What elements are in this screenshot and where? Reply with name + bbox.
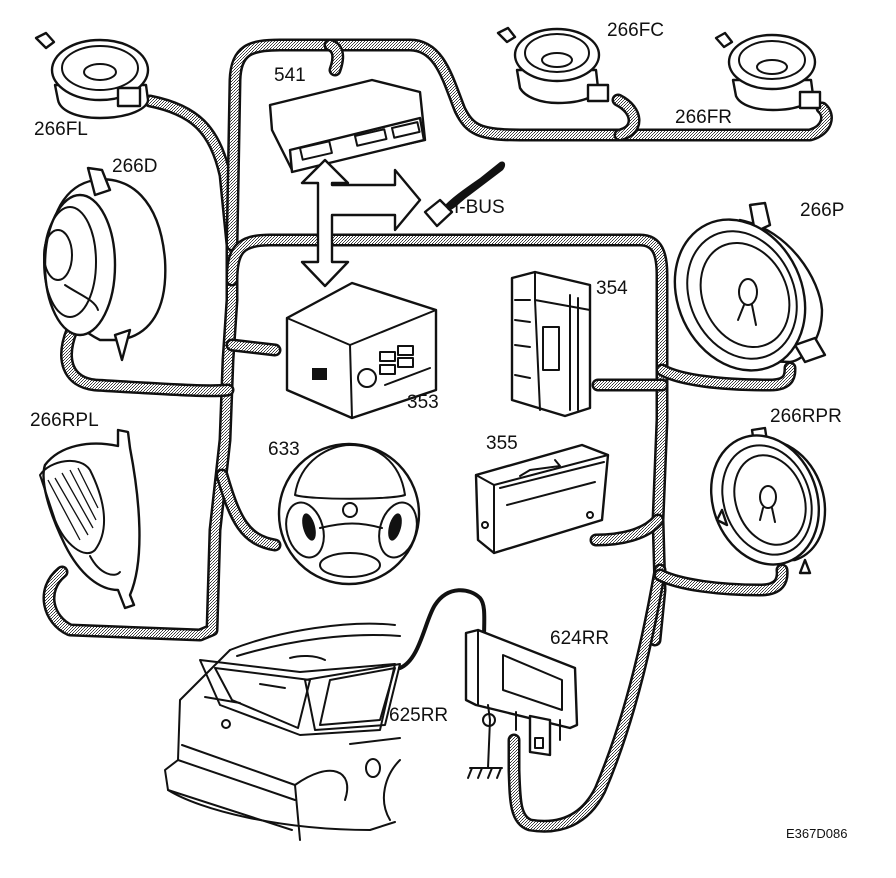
ground-symbol-icon	[467, 767, 503, 779]
label-266rpr: 266RPR	[770, 406, 842, 427]
speaker-266fc[interactable]: 266FC	[496, 20, 664, 105]
speaker-266p[interactable]: 266P	[651, 198, 845, 392]
speaker-266fr[interactable]: 266FR	[675, 31, 822, 128]
ibus-connector[interactable]: I-BUS	[423, 161, 506, 228]
label-354: 354	[596, 278, 628, 299]
speaker-266rpr[interactable]: 266RPR	[694, 406, 842, 580]
label-ibus: I-BUS	[454, 197, 505, 218]
cd-changer-355[interactable]: 355	[474, 433, 610, 555]
speaker-266rpl[interactable]: 266RPL	[30, 410, 141, 610]
label-266rpl: 266RPL	[30, 410, 99, 431]
label-266p: 266P	[800, 200, 844, 221]
label-266fl: 266FL	[34, 119, 88, 140]
wiring-harness	[42, 38, 833, 833]
vehicle-rear-view	[164, 622, 401, 841]
label-633: 633	[268, 439, 300, 460]
label-266fc: 266FC	[607, 20, 664, 41]
speaker-266fl[interactable]: 266FL	[34, 31, 150, 140]
label-625rr: 625RR	[389, 705, 448, 726]
label-541: 541	[274, 65, 306, 86]
label-266d: 266D	[112, 156, 157, 177]
label-266fr: 266FR	[675, 107, 732, 128]
antenna-ground-625rr[interactable]: 625RR	[389, 704, 503, 779]
figure-code: E367D086	[786, 826, 847, 841]
display-unit-541[interactable]: 541	[268, 65, 427, 174]
speaker-266d[interactable]: 266D	[43, 156, 167, 362]
radio-head-unit-353[interactable]: 353	[285, 281, 439, 420]
steering-wheel-633[interactable]: 633	[268, 439, 423, 586]
antenna-amplifier-624rr[interactable]: 624RR	[464, 628, 609, 757]
arrow-541-353	[300, 158, 422, 288]
label-624rr: 624RR	[550, 628, 609, 649]
antenna-cable	[398, 588, 487, 670]
label-355: 355	[486, 433, 518, 454]
amplifier-354[interactable]: 354	[510, 270, 628, 418]
signal-arrows	[300, 158, 422, 288]
label-353: 353	[407, 392, 439, 413]
